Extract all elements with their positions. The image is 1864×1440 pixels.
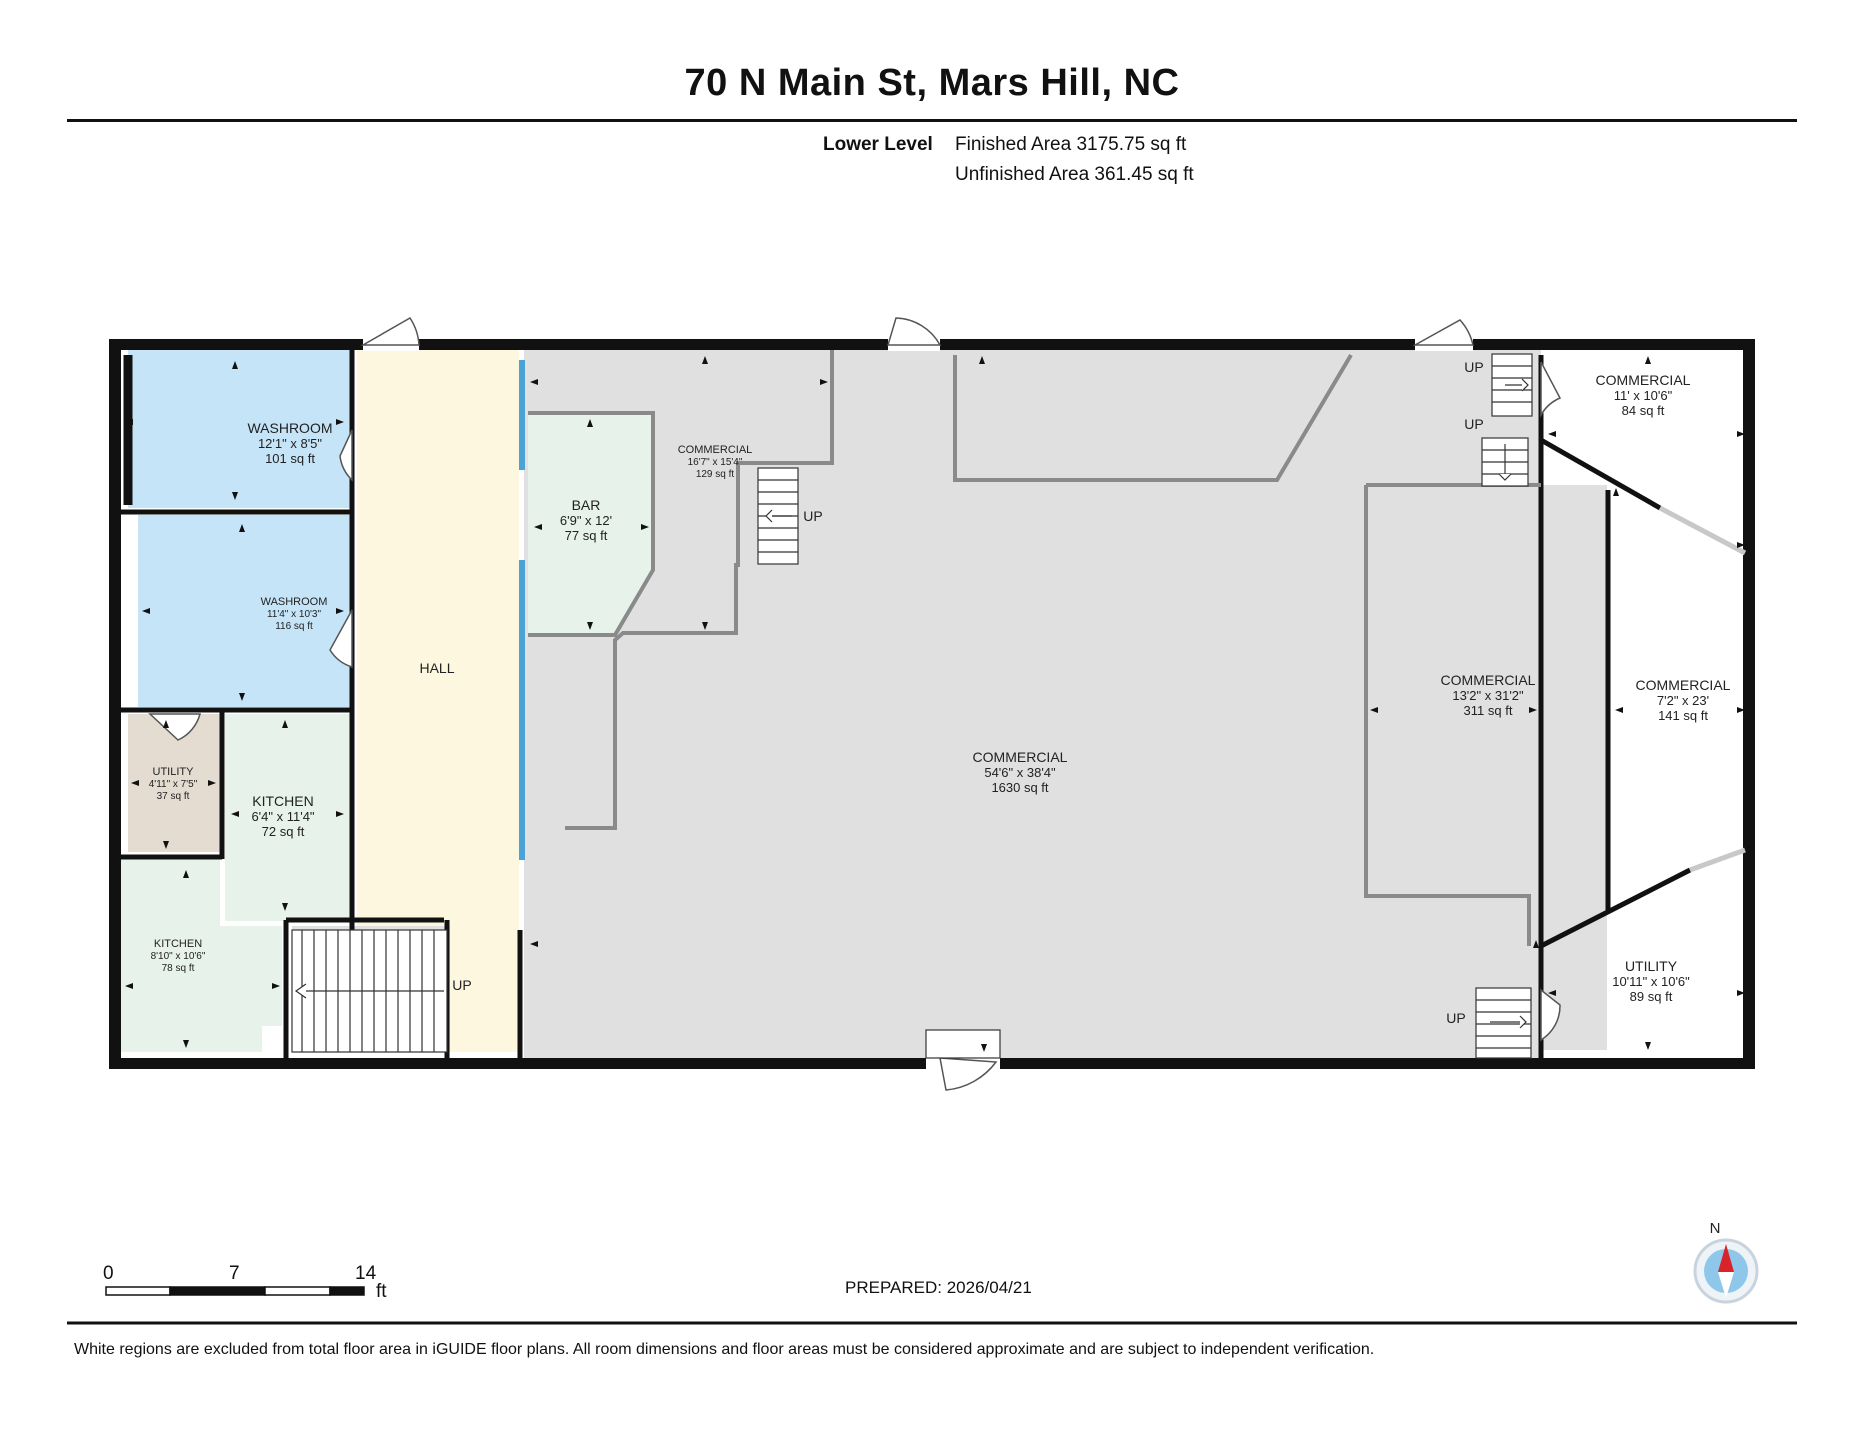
room-label-text: 141 sq ft [1658,708,1708,723]
room-label-text: COMMERCIAL [1596,372,1691,388]
commercial-right-fill [1366,485,1607,1050]
stair-up-label: UP [1446,1010,1465,1026]
stair-up-label: UP [452,977,471,993]
room-label-text: COMMERCIAL [678,444,753,456]
room-label-text: 78 sq ft [162,963,195,974]
room-label-text: 10'11" x 10'6" [1612,974,1690,989]
room-label-text: BAR [572,497,601,513]
stair-center [757,467,799,565]
kitchen-1-fill [225,714,352,921]
door-swings [148,316,1562,1091]
room-label-text: 6'4" x 11'4" [251,809,314,824]
room-label-text: HALL [419,660,454,676]
room-label-text: WASHROOM [261,596,328,608]
room-label-text: 7'2" x 23' [1657,693,1709,708]
dimension-markers [125,356,1745,1052]
stair-up-label: UP [803,508,822,524]
room-label-commercial-main: COMMERCIAL 54'6" x 38'4" 1630 sq ft [973,749,1068,795]
room-label-text: 8'10" x 10'6" [151,951,206,962]
room-label-text: KITCHEN [252,793,313,809]
room-label-text: COMMERCIAL [1441,672,1536,688]
room-label-washroom-1: WASHROOM 12'1" x 8'5" 101 sq ft [247,420,332,466]
room-label-text: 37 sq ft [157,791,190,802]
room-label-text: 129 sq ft [696,469,735,480]
room-label-text: 11'4" x 10'3" [267,609,322,620]
stair-up-label: UP [1464,359,1483,375]
compass-icon [1693,1238,1759,1304]
room-label-text: UTILITY [153,766,195,778]
room-label-text: COMMERCIAL [973,749,1068,765]
room-label-text: 101 sq ft [265,451,315,466]
room-label-text: KITCHEN [154,938,202,950]
title-divider [67,119,1797,122]
level-name: Lower Level [823,134,933,155]
room-label-bar: BAR 6'9" x 12' 77 sq ft [560,497,612,543]
room-label-commercial-narrow: COMMERCIAL 7'2" x 23' 141 sq ft [1636,677,1731,723]
entry-threshold [925,1029,1001,1059]
room-label-commercial-right: COMMERCIAL 13'2" x 31'2" 311 sq ft [1441,672,1536,718]
room-label-text: WASHROOM [247,420,332,436]
room-label-text: 13'2" x 31'2" [1452,688,1524,703]
room-label-washroom-2: WASHROOM 11'4" x 10'3" 116 sq ft [261,596,328,632]
room-label-text: 12'1" x 8'5" [258,436,322,451]
room-label-text: 311 sq ft [1464,703,1513,718]
partitions [528,350,1541,946]
washroom-1-fill [128,350,352,508]
disclaimer-text: White regions are excluded from total fl… [74,1341,1375,1358]
room-label-text: 84 sq ft [1622,403,1665,418]
room-label-text: 89 sq ft [1630,989,1673,1004]
room-label-text: 4'11" x 7'5" [149,779,198,790]
room-label-text: 54'6" x 38'4" [984,765,1056,780]
stair-lower-left [291,929,448,1053]
prepared-date: PREPARED: 2026/04/21 [845,1278,1032,1297]
finished-area: Finished Area 3175.75 sq ft [955,134,1187,155]
bar-fill [528,413,653,635]
kitchen-2-fill [119,859,282,1052]
room-label-text: 11' x 10'6" [1614,388,1673,403]
scale-unit: ft [376,1281,387,1302]
room-label-commercial-small: COMMERCIAL 16'7" x 15'4" 129 sq ft [678,444,753,480]
scale-tick-0: 0 [103,1263,114,1284]
compass-north-label: N [1710,1220,1721,1237]
unfinished-area: Unfinished Area 361.45 sq ft [955,164,1194,185]
room-label-hall: HALL [419,660,454,676]
scale-tick-7: 7 [229,1263,240,1284]
room-label-text: 16'7" x 15'4" [688,457,743,468]
scale-bar [105,1286,365,1296]
room-label-text: 116 sq ft [275,621,313,632]
room-label-kitchen-1: KITCHEN 6'4" x 11'4" 72 sq ft [251,793,314,839]
stair-top-right-2 [1481,437,1529,487]
room-label-utility-right: UTILITY 10'11" x 10'6" 89 sq ft [1612,958,1690,1004]
room-label-text: 77 sq ft [565,528,608,543]
page-title: 70 N Main St, Mars Hill, NC [684,62,1180,104]
stair-up-label: UP [1464,416,1483,432]
room-label-text: COMMERCIAL [1636,677,1731,693]
notch-white [955,350,1351,480]
room-label-kitchen-2: KITCHEN 8'10" x 10'6" 78 sq ft [151,938,206,974]
room-label-commercial-corner: COMMERCIAL 11' x 10'6" 84 sq ft [1596,372,1691,418]
stair-bottom-right [1475,987,1532,1059]
stair-top-right-1 [1491,353,1533,417]
washroom-2-fill [138,515,352,707]
room-label-text: 1630 sq ft [991,780,1048,795]
room-label-text: 6'9" x 12' [560,513,612,528]
room-label-utility-small: UTILITY 4'11" x 7'5" 37 sq ft [149,766,198,802]
room-label-text: UTILITY [1625,958,1678,974]
scale-tick-14: 14 [355,1263,377,1284]
room-label-text: 72 sq ft [262,824,305,839]
